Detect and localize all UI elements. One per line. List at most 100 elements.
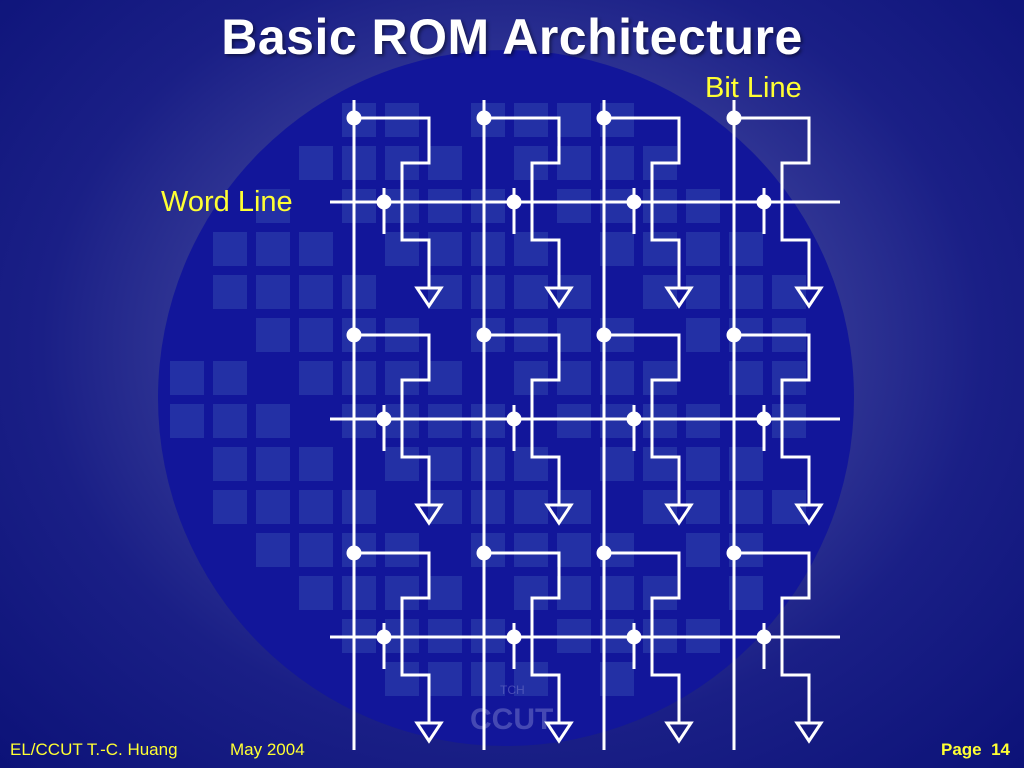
source-wire-r3c3 bbox=[650, 673, 681, 723]
source-wire-r2c3 bbox=[650, 455, 681, 505]
gate-junction-r3c2 bbox=[506, 629, 522, 645]
wafer-die bbox=[342, 361, 376, 395]
gate-junction-r1c3 bbox=[626, 194, 642, 210]
gate-junction-r1c4 bbox=[756, 194, 772, 210]
wafer-die bbox=[256, 189, 290, 223]
source-wire-r2c4 bbox=[780, 455, 811, 505]
ground-symbol-r2c2 bbox=[544, 503, 574, 526]
wafer-die bbox=[686, 318, 720, 352]
wafer-die bbox=[643, 232, 677, 266]
wafer-die bbox=[213, 232, 247, 266]
bit-line-label: Bit Line bbox=[705, 72, 802, 104]
wafer-die bbox=[428, 189, 462, 223]
wafer-die bbox=[471, 662, 505, 696]
source-wire-r2c1 bbox=[400, 455, 431, 505]
wafer-die bbox=[299, 275, 333, 309]
drain-wire-r2c1 bbox=[354, 333, 431, 401]
wafer-die bbox=[471, 447, 505, 481]
wafer-die bbox=[342, 490, 376, 524]
gate-junction-r2c2 bbox=[506, 411, 522, 427]
wafer-die bbox=[256, 533, 290, 567]
wafer-die bbox=[643, 361, 677, 395]
drain-wire-r1c1 bbox=[354, 116, 431, 184]
word-line-label: Word Line bbox=[161, 186, 293, 218]
wafer-die bbox=[428, 146, 462, 180]
wafer-die bbox=[557, 189, 591, 223]
wafer-die bbox=[514, 275, 548, 309]
wafer-die bbox=[471, 189, 505, 223]
wafer-die bbox=[299, 447, 333, 481]
footer-page-label: Page bbox=[940, 740, 982, 759]
wafer-die bbox=[772, 490, 806, 524]
wafer-die bbox=[342, 404, 376, 438]
wafer-die bbox=[256, 232, 290, 266]
wafer-die bbox=[256, 447, 290, 481]
drain-wire-r2c3 bbox=[604, 333, 681, 401]
ground-symbol-r1c2 bbox=[544, 286, 574, 309]
wafer-die bbox=[342, 275, 376, 309]
wafer-die bbox=[600, 361, 634, 395]
wafer-die bbox=[686, 275, 720, 309]
wafer-die bbox=[600, 447, 634, 481]
wafer-die bbox=[256, 318, 290, 352]
ground-symbol-r2c4 bbox=[794, 503, 824, 526]
ground-symbol-r3c3 bbox=[664, 721, 694, 744]
wafer-die bbox=[213, 361, 247, 395]
ground-symbol-r1c4 bbox=[794, 286, 824, 309]
footer-page: Page 14 bbox=[941, 740, 1010, 760]
wafer-die bbox=[385, 103, 419, 137]
gate-junction-r2c4 bbox=[756, 411, 772, 427]
gate-junction-r1c2 bbox=[506, 194, 522, 210]
wafer-die bbox=[471, 490, 505, 524]
wafer-die bbox=[686, 404, 720, 438]
wafer-die bbox=[385, 533, 419, 567]
wafer-die bbox=[557, 576, 591, 610]
wafer-die bbox=[428, 576, 462, 610]
wafer-die bbox=[299, 576, 333, 610]
gate-junction-r3c3 bbox=[626, 629, 642, 645]
gate-junction-r1c1 bbox=[376, 194, 392, 210]
drain-wire-r3c1 bbox=[354, 551, 431, 619]
wafer-die bbox=[600, 232, 634, 266]
gate-junction-r3c4 bbox=[756, 629, 772, 645]
wafer-die bbox=[299, 146, 333, 180]
wafer-die bbox=[256, 404, 290, 438]
gate-junction-r2c3 bbox=[626, 411, 642, 427]
footer-author: EL/CCUT T.-C. Huang bbox=[10, 740, 178, 759]
wafer-die bbox=[342, 146, 376, 180]
wafer-die bbox=[428, 447, 462, 481]
drain-wire-r1c2 bbox=[484, 116, 561, 184]
wafer-die bbox=[514, 103, 548, 137]
wafer-die bbox=[557, 361, 591, 395]
footer-page-number: 14 bbox=[991, 740, 1010, 759]
wafer-die bbox=[686, 232, 720, 266]
wafer-die bbox=[557, 146, 591, 180]
drain-wire-r3c3 bbox=[604, 551, 681, 619]
drain-wire-r1c4 bbox=[734, 116, 811, 184]
wafer-die bbox=[299, 232, 333, 266]
wafer-die bbox=[686, 447, 720, 481]
wafer-die bbox=[428, 275, 462, 309]
gate-junction-r2c1 bbox=[376, 411, 392, 427]
wafer-die bbox=[213, 275, 247, 309]
wafer-die bbox=[256, 275, 290, 309]
wafer-die bbox=[342, 189, 376, 223]
wafer-die bbox=[213, 447, 247, 481]
wafer-die bbox=[299, 361, 333, 395]
source-wire-r1c3 bbox=[650, 238, 681, 288]
drain-wire-r1c3 bbox=[604, 116, 681, 184]
wafer-die bbox=[643, 447, 677, 481]
source-wire-r1c2 bbox=[530, 238, 561, 288]
wafer-die bbox=[643, 189, 677, 223]
wafer-die bbox=[557, 404, 591, 438]
ground-symbol-r2c3 bbox=[664, 503, 694, 526]
wafer-die bbox=[772, 361, 806, 395]
wafer-die bbox=[557, 103, 591, 137]
ground-symbol-r3c4 bbox=[794, 721, 824, 744]
wafer-die bbox=[686, 490, 720, 524]
wafer-die bbox=[600, 146, 634, 180]
ground-symbol-r2c1 bbox=[414, 503, 444, 526]
drain-wire-r2c2 bbox=[484, 333, 561, 401]
wafer-die bbox=[428, 361, 462, 395]
